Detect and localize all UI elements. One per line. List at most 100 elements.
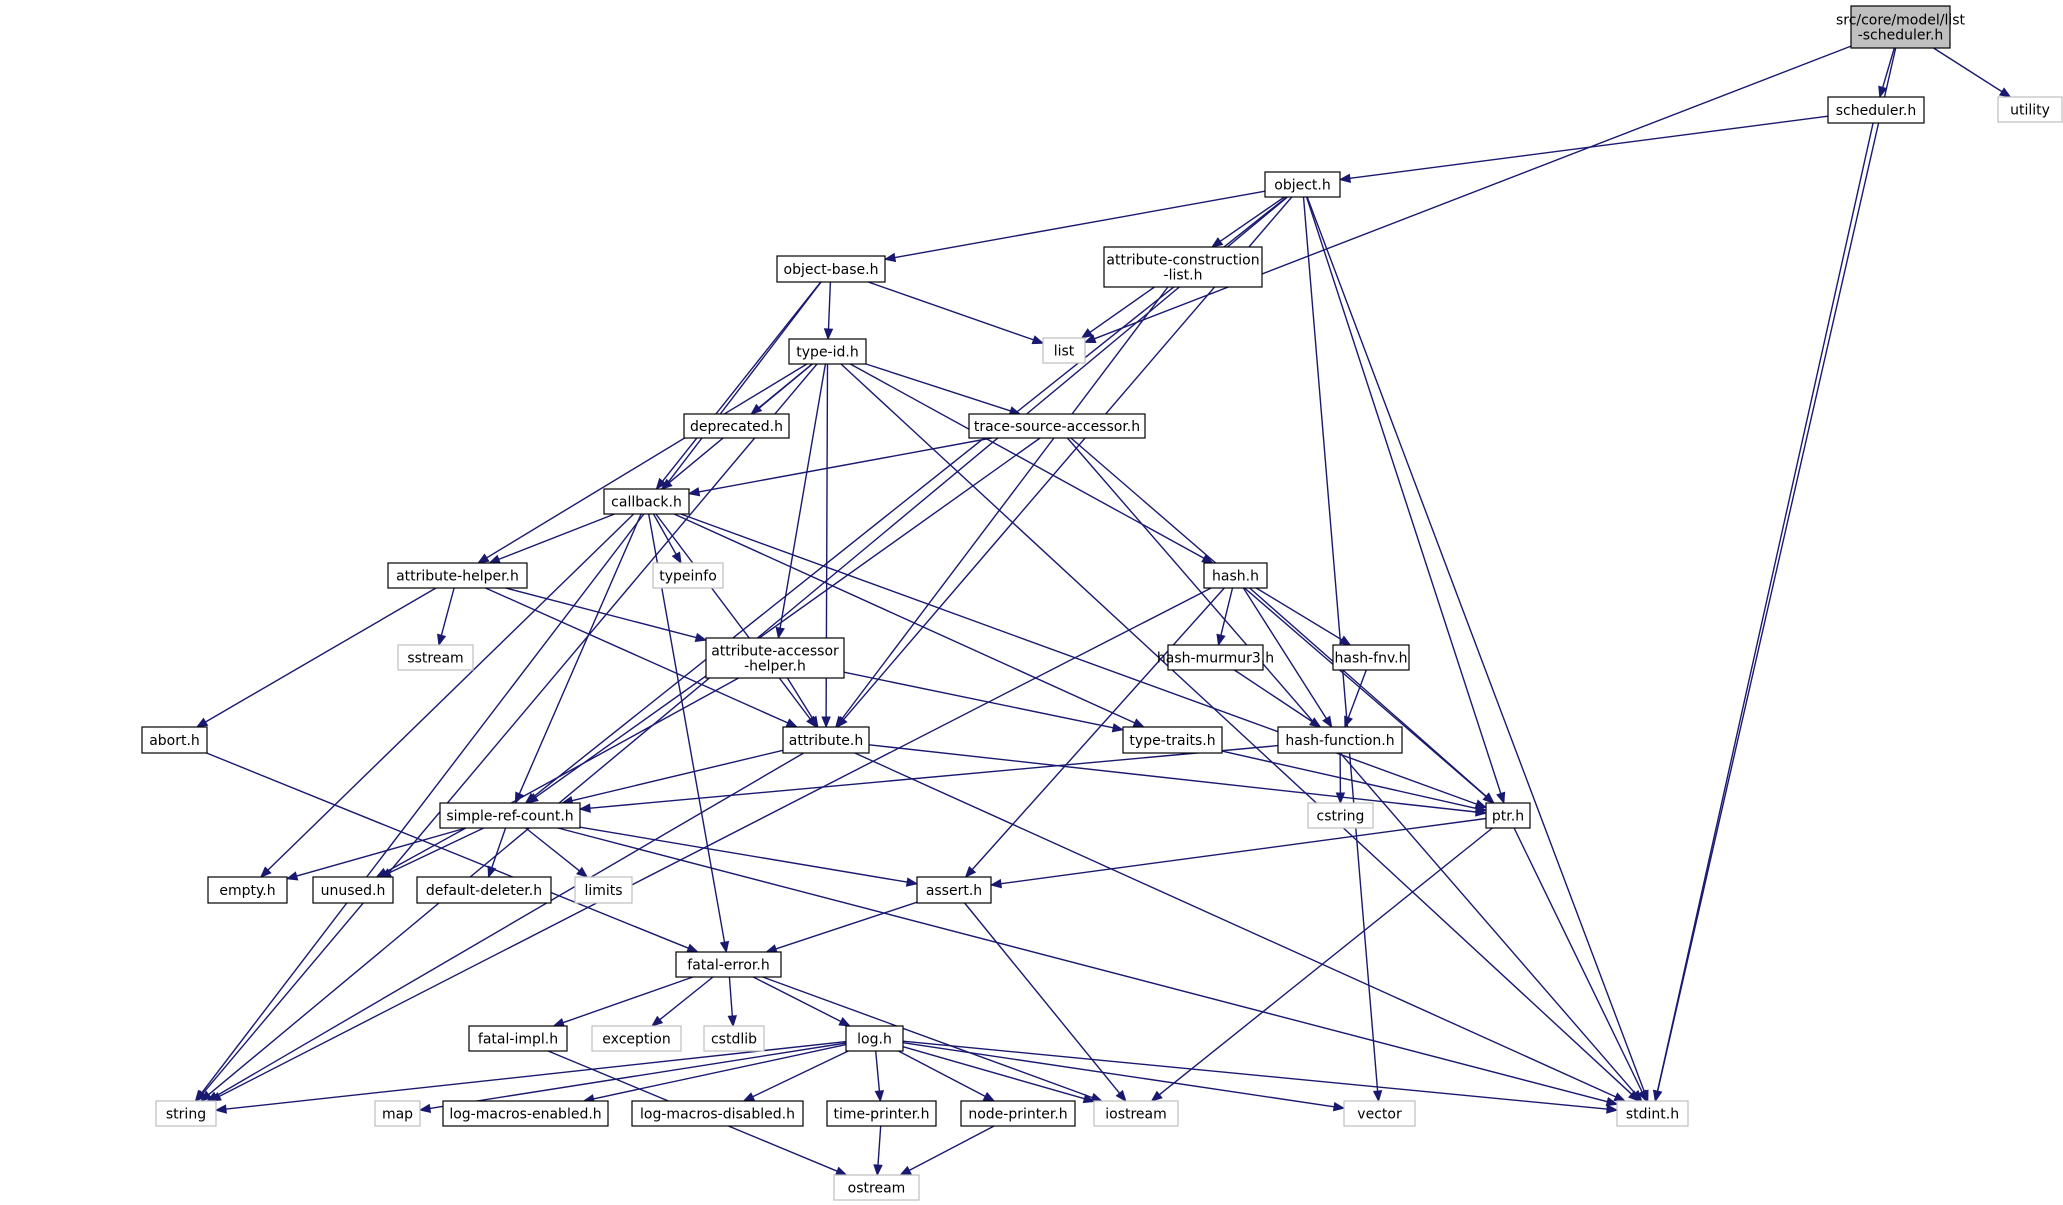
edge-line bbox=[1242, 587, 1327, 719]
node-abort[interactable]: abort.h bbox=[141, 726, 208, 754]
node-label: type-id.h bbox=[796, 345, 858, 361]
edge-root-to-scheduler bbox=[1878, 47, 1895, 99]
node-unused[interactable]: unused.h bbox=[312, 876, 394, 904]
edge-attribute-to-string bbox=[206, 752, 805, 1102]
edge-object-to-attrcons bbox=[1210, 196, 1285, 248]
node-logen[interactable]: log-macros-enabled.h bbox=[442, 1100, 609, 1127]
arrowhead-icon bbox=[823, 328, 834, 341]
node-log[interactable]: log.h bbox=[845, 1025, 904, 1052]
edge-attribute-to-simpleref bbox=[560, 749, 784, 806]
arrowhead-icon bbox=[655, 477, 667, 491]
edge-fatalerr-to-iostream bbox=[762, 976, 1104, 1102]
edge-typeid-to-hash bbox=[849, 363, 1214, 564]
edge-root-to-utility bbox=[1933, 47, 2012, 98]
node-ptr[interactable]: ptr.h bbox=[1485, 802, 1531, 829]
edge-line bbox=[786, 677, 814, 719]
edge-hash-to-hashfn bbox=[1242, 587, 1333, 729]
edge-attrcons-to-attribute bbox=[834, 286, 1169, 729]
edge-simpleref-to-limits bbox=[525, 827, 589, 878]
node-box bbox=[1264, 171, 1341, 198]
edge-line bbox=[841, 286, 1169, 720]
edge-abort-to-fatalerr bbox=[206, 752, 699, 953]
node-timepr[interactable]: time-printer.h bbox=[826, 1100, 937, 1127]
edge-attrcons-to-list bbox=[1080, 286, 1155, 339]
node-box bbox=[631, 1100, 804, 1127]
node-hashfn[interactable]: hash-function.h bbox=[1277, 726, 1403, 754]
edge-line bbox=[1219, 196, 1285, 242]
node-deprecated[interactable]: deprecated.h bbox=[683, 413, 790, 439]
node-empty[interactable]: empty.h bbox=[207, 876, 288, 904]
edge-line bbox=[849, 363, 1205, 559]
edge-line bbox=[267, 513, 635, 871]
arrowhead-icon bbox=[671, 551, 682, 565]
node-attracc[interactable]: attribute-accessor-helper.h bbox=[705, 637, 845, 679]
node-box bbox=[1616, 1100, 1689, 1127]
node-fnv[interactable]: hash-fnv.h bbox=[1332, 644, 1410, 671]
node-cstdlib: cstdlib bbox=[703, 1025, 765, 1052]
edge-line bbox=[728, 976, 733, 1017]
edge-line bbox=[662, 281, 822, 482]
node-typeid[interactable]: type-id.h bbox=[788, 338, 867, 365]
node-string: string bbox=[155, 1100, 217, 1127]
node-objbase[interactable]: object-base.h bbox=[776, 255, 886, 283]
edges-layer bbox=[194, 45, 2012, 1177]
arrowhead-icon bbox=[874, 1090, 885, 1103]
node-scheduler[interactable]: scheduler.h bbox=[1827, 96, 1925, 124]
node-fatalerr[interactable]: fatal-error.h bbox=[675, 951, 782, 978]
node-stdint: stdint.h bbox=[1616, 1100, 1689, 1127]
arrowhead-icon bbox=[1150, 1090, 1163, 1102]
arrowhead-icon bbox=[808, 715, 819, 729]
arrowhead-icon bbox=[727, 1015, 737, 1028]
arrowhead-icon bbox=[1637, 1089, 1647, 1103]
node-label: assert.h bbox=[926, 883, 982, 899]
node-root[interactable]: src/core/model/list-scheduler.h bbox=[1836, 5, 1966, 49]
node-fatalimpl[interactable]: fatal-impl.h bbox=[468, 1025, 568, 1052]
node-box bbox=[703, 1025, 765, 1052]
edge-ptr-to-iostream bbox=[1150, 827, 1493, 1102]
node-object[interactable]: object.h bbox=[1264, 171, 1341, 198]
node-trace[interactable]: trace-source-accessor.h bbox=[968, 413, 1146, 439]
node-typetraits[interactable]: type-traits.h bbox=[1122, 726, 1223, 754]
edge-root-to-list bbox=[1083, 45, 1852, 344]
edge-fatalerr-to-fatalimpl bbox=[552, 976, 694, 1028]
arrowhead-icon bbox=[1082, 1094, 1096, 1104]
node-hash[interactable]: hash.h bbox=[1203, 562, 1268, 589]
node-logdis[interactable]: log-macros-disabled.h bbox=[631, 1100, 804, 1127]
node-murmur[interactable]: hash-murmur3.h bbox=[1157, 644, 1274, 671]
arrowhead-icon bbox=[476, 553, 490, 564]
edge-line bbox=[652, 513, 677, 555]
edge-line bbox=[205, 587, 437, 723]
node-label: attribute-accessor bbox=[711, 644, 839, 660]
edge-line bbox=[875, 1050, 881, 1092]
edge-log-to-iostream bbox=[902, 1046, 1096, 1104]
node-callback[interactable]: callback.h bbox=[603, 488, 690, 515]
node-attrcons[interactable]: attribute-construction-list.h bbox=[1103, 246, 1263, 288]
node-box bbox=[397, 644, 474, 671]
edge-line bbox=[1094, 45, 1852, 340]
arrowhead-icon bbox=[214, 1104, 227, 1114]
edge-line bbox=[971, 587, 1225, 870]
arrowhead-icon bbox=[1132, 718, 1146, 728]
node-attribute[interactable]: attribute.h bbox=[782, 726, 870, 754]
node-attrhelper[interactable]: attribute-helper.h bbox=[387, 562, 528, 589]
edge-object-to-objbase bbox=[883, 190, 1266, 263]
edge-line bbox=[1158, 827, 1493, 1096]
node-box bbox=[826, 1100, 937, 1127]
edge-line bbox=[840, 363, 1633, 1095]
node-box bbox=[833, 1174, 920, 1201]
edge-attrhelper-to-attracc bbox=[505, 587, 708, 642]
edge-callback-to-typeinfo bbox=[652, 513, 682, 565]
node-nodepr[interactable]: node-printer.h bbox=[960, 1100, 1076, 1127]
node-box bbox=[782, 726, 870, 754]
edge-fatalerr-to-cstdlib bbox=[727, 976, 737, 1028]
edge-objbase-to-list bbox=[867, 281, 1045, 345]
node-box bbox=[960, 1100, 1076, 1127]
edge-objbase-to-string bbox=[194, 281, 822, 1103]
edge-line bbox=[775, 901, 918, 950]
edge-attrhelper-to-abort bbox=[195, 587, 437, 728]
arrowhead-icon bbox=[1332, 1101, 1346, 1112]
edge-hash-to-fnv bbox=[1255, 587, 1352, 646]
node-assert[interactable]: assert.h bbox=[916, 876, 992, 904]
node-simpleref[interactable]: simple-ref-count.h bbox=[439, 802, 581, 829]
node-defdel[interactable]: default-deleter.h bbox=[416, 876, 552, 904]
